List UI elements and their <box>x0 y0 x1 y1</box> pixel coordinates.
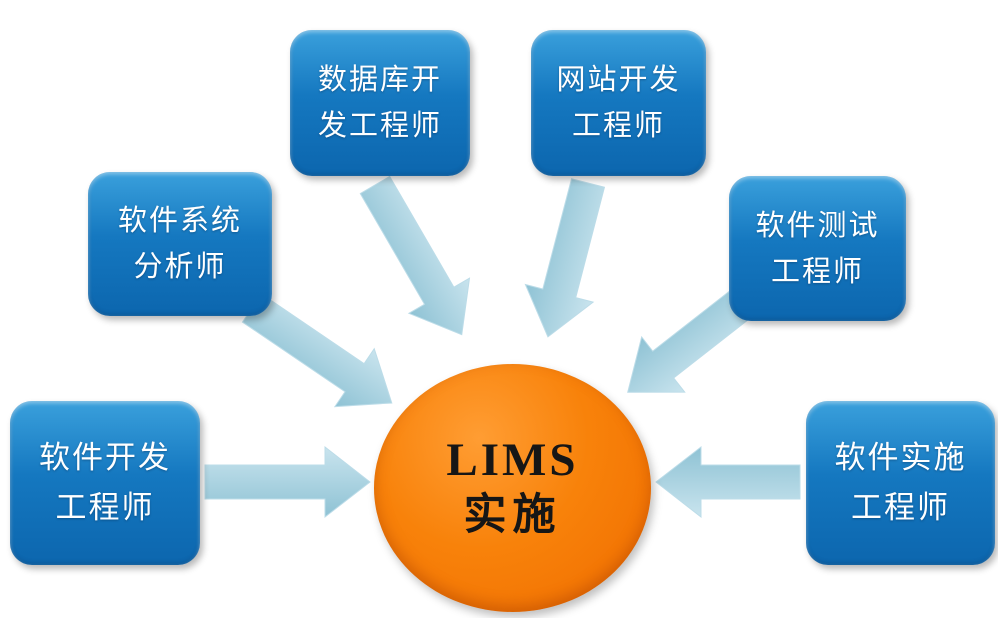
node-software-test-engineer: 软件测试 工程师 <box>729 176 906 321</box>
center-title: LIMS <box>446 434 579 486</box>
node-label-line1: 网站开发 <box>556 64 681 96</box>
node-label-line1: 软件系统 <box>117 205 242 237</box>
arrow-software-impl-icon <box>655 445 801 519</box>
node-database-developer: 数据库开 发工程师 <box>290 30 470 176</box>
node-label-line2: 发工程师 <box>317 110 442 142</box>
node-label-line2: 工程师 <box>770 255 864 288</box>
node-label-line2: 工程师 <box>55 490 155 525</box>
node-label-line2: 工程师 <box>851 490 950 525</box>
node-software-system-analyst: 软件系统 分析师 <box>88 172 272 316</box>
node-label-line1: 软件开发 <box>39 440 171 475</box>
node-label-line1: 数据库开 <box>317 64 442 96</box>
arrow-database-dev-icon <box>359 175 471 336</box>
node-label-line1: 软件测试 <box>755 209 880 242</box>
node-software-dev-engineer: 软件开发 工程师 <box>10 401 200 565</box>
center-subtitle: 实施 <box>463 492 562 539</box>
node-software-impl-engineer: 软件实施 工程师 <box>806 401 995 565</box>
node-label-line2: 分析师 <box>133 251 227 283</box>
arrow-website-dev-icon <box>524 178 606 338</box>
node-label-line2: 工程师 <box>571 110 665 142</box>
arrow-software-dev-icon <box>204 445 371 519</box>
node-website-developer: 网站开发 工程师 <box>531 30 706 176</box>
center-node-lims: LIMS 实施 <box>374 364 651 612</box>
node-label-line1: 软件实施 <box>834 440 967 475</box>
